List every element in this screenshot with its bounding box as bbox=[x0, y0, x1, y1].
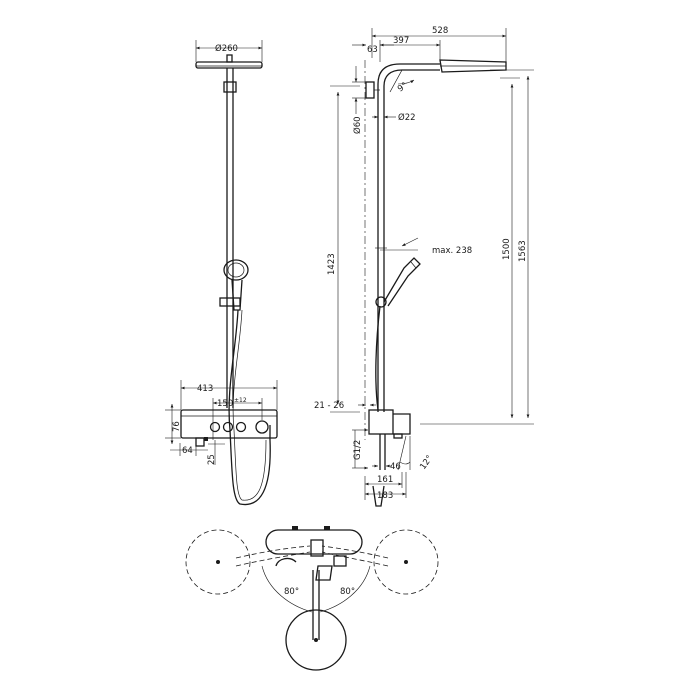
left-angle-label: 80° bbox=[284, 587, 299, 597]
side-view: 528 397 63 Ø60 bbox=[314, 26, 534, 507]
wall-flange-label: Ø60 bbox=[352, 116, 363, 134]
spacing-tolerance-label: ±12 bbox=[234, 397, 247, 404]
overhead-shower-head bbox=[195, 54, 263, 69]
side-hand-shower bbox=[383, 257, 421, 307]
outlet-height-label: 25 bbox=[207, 454, 217, 465]
arm-reach-label: 528 bbox=[432, 26, 448, 36]
rail-height-label: 1423 bbox=[327, 253, 337, 275]
plan-view: 80° 80° bbox=[185, 526, 439, 671]
spout-offset-label: 46 bbox=[390, 462, 401, 472]
depth-a-label: 161 bbox=[377, 475, 393, 485]
right-angle-label: 80° bbox=[340, 587, 355, 597]
pipe-diameter-label: Ø22 bbox=[398, 112, 416, 123]
height-label: 76 bbox=[172, 421, 182, 432]
wall-offset-label: 63 bbox=[367, 45, 378, 55]
left-swing-circle bbox=[185, 529, 251, 595]
max-pull-label: max. 238 bbox=[432, 246, 472, 256]
hand-shower bbox=[219, 259, 249, 311]
wall-gap-label: 21 - 26 bbox=[314, 401, 344, 411]
riser-pipe bbox=[223, 68, 237, 408]
head-tilt-label: 9° bbox=[396, 81, 410, 95]
side-riser bbox=[377, 100, 385, 412]
slider bbox=[375, 296, 387, 308]
plan-thermostat bbox=[265, 526, 363, 581]
side-hose bbox=[375, 305, 381, 411]
total-height-a-label: 1500 bbox=[502, 238, 512, 260]
spacing-label: 150 bbox=[217, 399, 233, 409]
spout-angle-label: 12° bbox=[418, 454, 435, 472]
width-label: 413 bbox=[197, 384, 213, 394]
right-swing-circle bbox=[373, 529, 439, 595]
center-head-circle bbox=[285, 609, 347, 671]
depth-b-label: 183 bbox=[377, 491, 393, 501]
thermostat-body bbox=[180, 409, 278, 447]
total-height-b-label: 1563 bbox=[518, 240, 528, 262]
offset-small-label: 64 bbox=[182, 446, 193, 456]
head-diameter-label: Ø260 bbox=[215, 43, 238, 54]
shower-arm bbox=[377, 63, 440, 100]
thread-label: G1/2 bbox=[353, 440, 363, 460]
side-thermostat bbox=[368, 409, 411, 507]
wall-bracket bbox=[365, 81, 380, 99]
hose bbox=[228, 309, 271, 506]
arm-length-label: 397 bbox=[393, 36, 409, 46]
front-view: Ø260 bbox=[165, 40, 278, 506]
